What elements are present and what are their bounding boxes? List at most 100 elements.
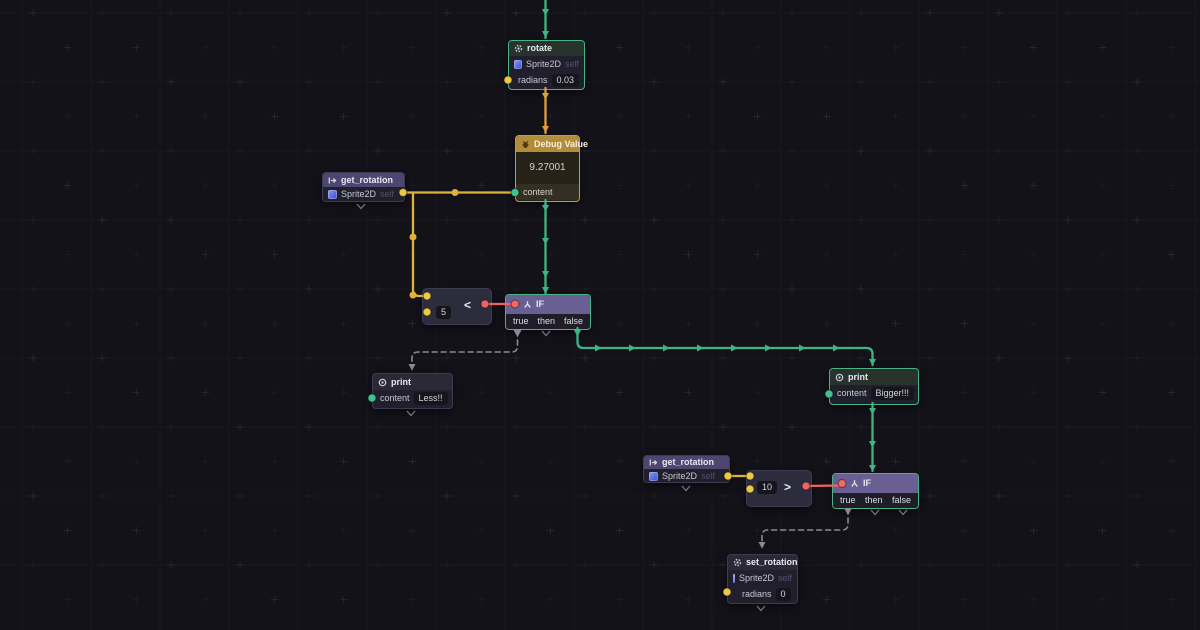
output-false[interactable]: false	[563, 316, 583, 326]
param-row: content Bigger!!!	[830, 385, 918, 401]
branch-icon	[523, 300, 532, 309]
node-header[interactable]: print	[373, 374, 452, 390]
node-compare-less[interactable]: 5 <	[422, 288, 492, 325]
content-input[interactable]: Bigger!!!	[870, 386, 915, 400]
wire-flow-if-true-to-print-less[interactable]	[408, 330, 522, 371]
expand-chevron-set-rotation[interactable]	[756, 605, 766, 612]
node-get-rotation-bottom[interactable]: get_rotation Sprite2D self	[643, 455, 730, 483]
sprite2d-icon	[733, 573, 735, 583]
node-header[interactable]: get_rotation	[644, 456, 729, 469]
param-row: radians 0	[728, 586, 797, 602]
wire-exec-print-bigger-to-if2[interactable]	[869, 401, 876, 473]
node-title: print	[391, 376, 411, 387]
if-outputs-row: true then false	[833, 493, 918, 508]
target-row: Sprite2D self	[644, 469, 729, 483]
wire-exec-rotate-to-debug[interactable]	[542, 86, 549, 135]
target-binding: self	[701, 470, 716, 481]
param-row: content Less!!	[373, 390, 452, 406]
target-type: Sprite2D	[525, 58, 561, 69]
sprite2d-icon	[514, 59, 522, 69]
node-compare-greater[interactable]: 10 >	[746, 470, 812, 507]
wire-junction-dot[interactable]	[409, 233, 417, 241]
debug-current-value: 9.27001	[529, 162, 566, 173]
node-title: IF	[863, 478, 871, 488]
node-title: IF	[536, 299, 544, 309]
node-get-rotation-top[interactable]: get_rotation Sprite2D self	[322, 172, 405, 202]
grid-cross-major	[29, 9, 1175, 603]
node-debug-header[interactable]: Debug Value	[516, 136, 588, 152]
param-label: radians	[518, 74, 548, 85]
mapsto-icon	[649, 458, 658, 467]
node-debug-value[interactable]: Debug Value 9.27001 content	[515, 135, 588, 202]
branch-icon	[850, 479, 859, 488]
node-title: get_rotation	[341, 174, 394, 185]
operand-input[interactable]: 10	[757, 481, 778, 494]
wire-exec-if-false-to-print-bigger[interactable]	[574, 326, 876, 367]
gear-icon	[514, 44, 523, 53]
expand-chevron-print-less[interactable]	[406, 410, 416, 417]
output-icon	[378, 378, 387, 387]
param-label: content	[837, 387, 867, 398]
node-title: Debug Value	[534, 138, 589, 149]
target-binding: self	[564, 58, 579, 69]
wire-exec-entry-to-rotate[interactable]	[542, 0, 549, 40]
expand-chevron-if-bottom-then[interactable]	[870, 509, 880, 516]
target-type: Sprite2D	[662, 470, 698, 481]
target-row: Sprite2D self	[323, 187, 404, 201]
wire-junction-dot[interactable]	[451, 189, 459, 196]
content-input[interactable]: Less!!	[413, 391, 448, 405]
node-title: get_rotation	[662, 457, 715, 467]
wire-flow-if2-true-to-set-rotation[interactable]	[758, 508, 853, 549]
node-header[interactable]: print	[830, 369, 918, 385]
if-outputs-row: true then false	[506, 314, 590, 329]
less-than-operator: <	[464, 298, 472, 312]
expand-chevron-if-top-then[interactable]	[541, 330, 551, 337]
target-binding: self	[777, 572, 792, 583]
radians-input[interactable]: 0	[775, 587, 791, 601]
param-label: radians	[742, 588, 772, 599]
wire-data-getrotation-to-less[interactable]	[411, 191, 427, 298]
gear-icon	[733, 558, 742, 567]
radians-input[interactable]: 0.03	[551, 73, 580, 87]
grid-cross-minor	[29, 9, 1175, 603]
target-binding: self	[380, 188, 395, 199]
wire-junction-dot[interactable]	[409, 291, 417, 299]
output-false[interactable]: false	[891, 495, 911, 505]
expand-chevron-getrotation-top[interactable]	[356, 203, 366, 210]
output-then[interactable]: then	[537, 316, 556, 326]
node-title: rotate	[527, 43, 553, 53]
node-if-bottom[interactable]: IF true then false	[832, 473, 919, 509]
node-rotate-header[interactable]: rotate	[509, 41, 584, 56]
node-title: set_rotation	[746, 557, 798, 567]
bug-icon	[521, 140, 530, 149]
output-icon	[835, 373, 844, 382]
param-row: radians 0.03	[509, 72, 584, 88]
output-then[interactable]: then	[864, 495, 883, 505]
node-print-less[interactable]: print content Less!!	[372, 373, 453, 409]
mapsto-icon	[328, 176, 337, 185]
expand-chevron-if-bottom-false[interactable]	[898, 509, 908, 516]
output-true[interactable]: true	[513, 316, 529, 326]
node-print-bigger[interactable]: print content Bigger!!!	[829, 368, 919, 405]
node-header[interactable]: set_rotation	[728, 555, 798, 570]
wire-exec-debug-to-if[interactable]	[542, 198, 549, 295]
node-header[interactable]: get_rotation	[323, 173, 404, 187]
sprite2d-icon	[649, 471, 658, 481]
node-if-top[interactable]: IF true then false	[505, 294, 591, 330]
node-if-header[interactable]: IF	[833, 474, 918, 493]
greater-than-operator: >	[784, 480, 792, 494]
node-set-rotation[interactable]: set_rotation Sprite2D self radians 0	[727, 554, 798, 604]
expand-chevron-getrotation-bottom[interactable]	[681, 485, 691, 492]
target-type: Sprite2D	[738, 572, 774, 583]
output-true[interactable]: true	[840, 495, 856, 505]
content-label: content	[523, 186, 553, 197]
node-if-header[interactable]: IF	[506, 295, 590, 314]
node-rotate[interactable]: rotate Sprite2D self radians 0.03	[508, 40, 585, 90]
content-input-row: content	[516, 184, 579, 200]
sprite2d-icon	[328, 189, 337, 199]
target-type: Sprite2D	[341, 188, 377, 199]
operand-input[interactable]: 5	[436, 306, 452, 319]
param-label: content	[380, 392, 410, 403]
node-title: print	[848, 371, 868, 382]
